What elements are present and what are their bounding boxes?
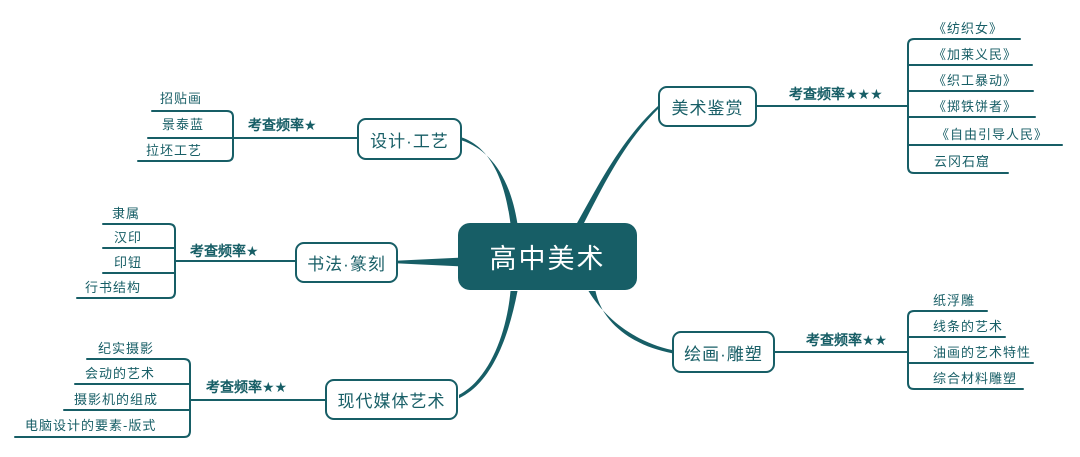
leaf-painting-3[interactable]: 油画的艺术特性: [933, 345, 1032, 360]
central-to-painting-curve: [588, 291, 672, 354]
freq-label-calligraphy[interactable]: 考查频率★: [190, 243, 259, 259]
freq-label-media[interactable]: 考查频率★★: [206, 379, 288, 395]
leaf-appreciation-3[interactable]: 《织工暴动》: [933, 73, 1018, 88]
leaf-appreciation-2[interactable]: 《加莱义民》: [933, 47, 1018, 62]
freq-label-appreciation[interactable]: 考查频率★★★: [789, 86, 883, 102]
leaf-appreciation-5[interactable]: 《自由引导人民》: [936, 127, 1049, 142]
central-to-calligraphy-curve: [398, 257, 458, 267]
topic-painting-sculpture[interactable]: 绘画·雕塑: [672, 331, 775, 373]
leaf-appreciation-1[interactable]: 《纺织女》: [933, 21, 1004, 36]
central-topic[interactable]: 高中美术: [458, 223, 637, 290]
leaf-calligraphy-4[interactable]: 行书结构: [85, 280, 142, 295]
leaf-calligraphy-1[interactable]: 隶属: [112, 206, 141, 221]
leaf-calligraphy-2[interactable]: 汉印: [114, 230, 143, 245]
topic-design-craft[interactable]: 设计·工艺: [357, 118, 462, 160]
leaf-painting-1[interactable]: 纸浮雕: [933, 293, 976, 308]
leaf-media-2[interactable]: 会动的艺术: [85, 366, 156, 381]
freq-label-design[interactable]: 考查频率★: [248, 117, 317, 133]
leaf-media-1[interactable]: 纪实摄影: [98, 341, 155, 356]
central-to-design-curve: [462, 137, 518, 224]
painting-bracket-line: [907, 310, 1024, 390]
freq-label-painting[interactable]: 考查频率★★: [806, 332, 888, 348]
leaf-painting-2[interactable]: 线条的艺术: [933, 319, 1004, 334]
topic-calligraphy-seal[interactable]: 书法·篆刻: [295, 242, 398, 283]
topic-art-appreciation[interactable]: 美术鉴赏: [658, 86, 757, 127]
topic-modern-media-art[interactable]: 现代媒体艺术: [325, 379, 458, 420]
media-bracket-line: [14, 358, 191, 438]
leaf-design-2[interactable]: 景泰蓝: [162, 117, 205, 132]
leaf-design-1[interactable]: 招贴画: [160, 91, 203, 106]
leaf-appreciation-4[interactable]: 《掷铁饼者》: [933, 99, 1018, 114]
leaf-painting-4[interactable]: 综合材料雕塑: [933, 371, 1018, 386]
leaf-media-4[interactable]: 电脑设计的要素-版式: [25, 418, 157, 433]
central-to-media-curve: [459, 291, 518, 399]
leaf-design-3[interactable]: 拉坯工艺: [146, 143, 203, 158]
design-bracket-line: [137, 110, 234, 162]
leaf-media-3[interactable]: 摄影机的组成: [74, 392, 159, 407]
leaf-calligraphy-3[interactable]: 印钮: [114, 255, 143, 270]
leaf-appreciation-6[interactable]: 云冈石窟: [934, 154, 991, 169]
central-to-appreciation-curve: [576, 106, 658, 224]
